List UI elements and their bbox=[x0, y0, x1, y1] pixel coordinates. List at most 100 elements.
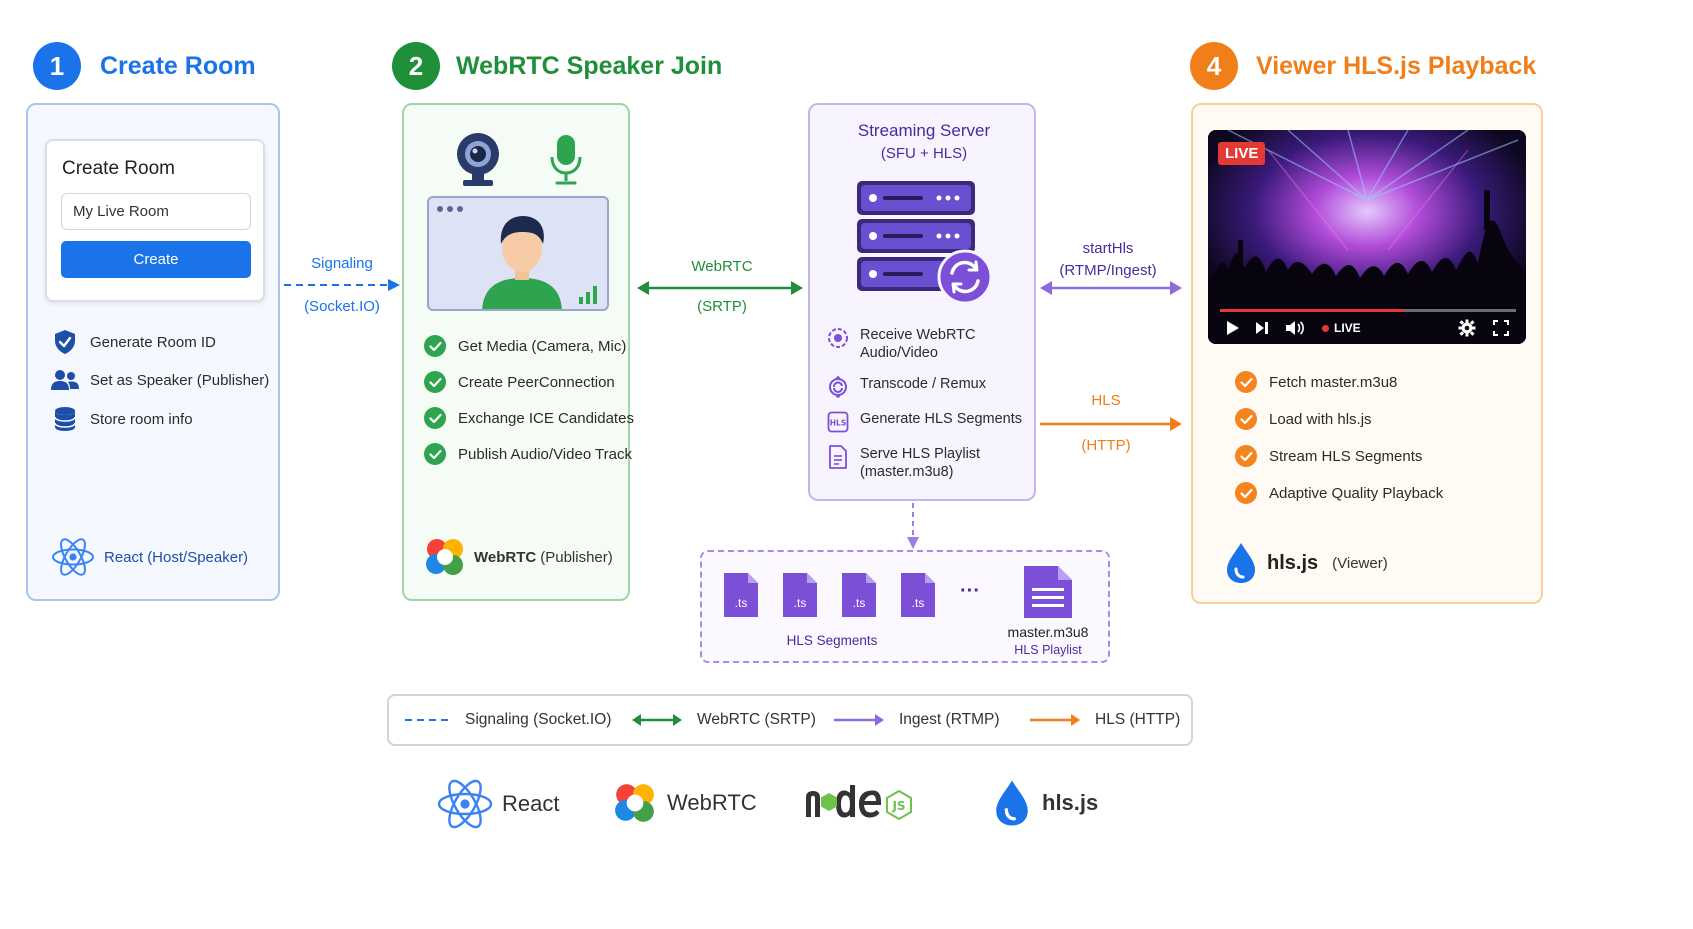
receive-webrtc-item: Receive WebRTC Audio/Video bbox=[826, 326, 1026, 362]
segments-ellipsis: ··· bbox=[960, 580, 980, 602]
create-peerconnection-item: Create PeerConnection bbox=[422, 369, 615, 395]
double-arrow-icon bbox=[632, 714, 682, 726]
volume-icon[interactable] bbox=[1285, 319, 1305, 337]
progress-track[interactable] bbox=[1220, 309, 1516, 312]
speaker-panel: Get Media (Camera, Mic) Create PeerConne… bbox=[402, 103, 634, 601]
exchange-ice-label: Exchange ICE Candidates bbox=[458, 409, 634, 427]
starthls-label: startHls bbox=[1082, 240, 1134, 257]
webrtc-arrow bbox=[637, 281, 803, 295]
transcode-item: Transcode / Remux bbox=[826, 375, 1026, 399]
ingest-arrow bbox=[1040, 281, 1182, 295]
hlsjs-tech-role: (Viewer) bbox=[1332, 554, 1388, 572]
step-4-badge: 4 bbox=[1190, 42, 1238, 90]
playlist-label: HLS Playlist bbox=[1014, 643, 1082, 657]
check-circle-icon bbox=[422, 441, 448, 467]
signaling-label: Signaling bbox=[311, 255, 373, 272]
webrtc-tech-name: WebRTC bbox=[474, 548, 537, 566]
step-2-badge: 2 bbox=[392, 42, 440, 90]
react-tech-name: React bbox=[104, 548, 144, 566]
concert-image bbox=[1208, 130, 1526, 344]
signal-bars-icon bbox=[579, 286, 597, 304]
legend-ingest: Ingest (RTMP) bbox=[833, 711, 1000, 729]
orange-arrow-icon bbox=[1030, 714, 1080, 726]
ts-file-icon bbox=[724, 573, 758, 617]
create-room-card-title: Create Room bbox=[62, 158, 175, 179]
store-room-info-item: Store room info bbox=[50, 404, 193, 434]
ts-file-label: .ts bbox=[734, 596, 748, 610]
fetch-master-item: Fetch master.m3u8 bbox=[1233, 369, 1397, 395]
room-name-input[interactable]: My Live Room bbox=[61, 193, 251, 230]
step-1-badge: 1 bbox=[33, 42, 81, 90]
create-room-card: Create Room My Live Room Create bbox=[45, 139, 265, 302]
check-circle-icon bbox=[1233, 406, 1259, 432]
server-icon bbox=[857, 181, 993, 305]
playlist-name: master.m3u8 bbox=[1007, 624, 1089, 640]
generate-segments-item: HLS Generate HLS Segments bbox=[826, 410, 1026, 434]
legend-hls: HLS (HTTP) bbox=[1029, 711, 1180, 729]
nodejs-logo: JS bbox=[806, 785, 912, 821]
server-subtitle: (SFU + HLS) bbox=[880, 145, 968, 162]
legend-webrtc-label: WebRTC (SRTP) bbox=[697, 711, 816, 728]
react-icon bbox=[50, 537, 96, 577]
adaptive-quality-item: Adaptive Quality Playback bbox=[1233, 480, 1443, 506]
step-4-title: Viewer HLS.js Playback bbox=[1256, 52, 1537, 80]
stream-segments-label: Stream HLS Segments bbox=[1269, 447, 1423, 465]
hls-file-icon: HLS bbox=[826, 410, 850, 434]
create-room-panel: Create Room My Live Room Create Generate… bbox=[26, 103, 280, 601]
segments-label: HLS Segments bbox=[786, 633, 878, 648]
get-media-label: Get Media (Camera, Mic) bbox=[458, 337, 627, 355]
react-logo-icon bbox=[436, 778, 494, 830]
create-button[interactable]: Create bbox=[61, 241, 251, 278]
next-icon[interactable] bbox=[1255, 321, 1269, 335]
hlsjs-logo-label: hls.js bbox=[1042, 790, 1099, 815]
create-peerconnection-label: Create PeerConnection bbox=[458, 373, 615, 391]
streaming-server-panel: Streaming Server (SFU + HLS) Receive Web… bbox=[808, 103, 1036, 501]
window-dots-icon bbox=[437, 206, 463, 212]
playlist-file-icon bbox=[1024, 566, 1072, 618]
microphone-icon bbox=[550, 135, 582, 185]
react-logo: React bbox=[436, 778, 559, 830]
live-badge: LIVE bbox=[1218, 142, 1266, 165]
dashed-line-icon bbox=[405, 719, 451, 721]
hlsjs-drop-icon bbox=[1225, 541, 1257, 585]
camera-preview bbox=[427, 196, 609, 311]
svg-text:HLS: HLS bbox=[830, 419, 846, 428]
check-circle-icon bbox=[422, 333, 448, 359]
http-label: (HTTP) bbox=[1081, 437, 1131, 454]
hls-arrow-label: HLS bbox=[1091, 392, 1121, 409]
webrtc-arrow-label: WebRTC bbox=[691, 258, 753, 275]
generate-room-id-item: Generate Room ID bbox=[50, 327, 216, 357]
exchange-ice-item: Exchange ICE Candidates bbox=[422, 405, 634, 431]
progress-fill bbox=[1220, 309, 1404, 312]
load-hlsjs-item: Load with hls.js bbox=[1233, 406, 1372, 432]
video-player[interactable]: LIVE LIVE bbox=[1208, 130, 1526, 344]
adaptive-quality-label: Adaptive Quality Playback bbox=[1269, 484, 1444, 502]
ts-file-label: .ts bbox=[911, 596, 925, 610]
ts-file-icon bbox=[783, 573, 817, 617]
gear-icon[interactable] bbox=[1458, 319, 1476, 337]
ts-file-label: .ts bbox=[793, 596, 807, 610]
segments-box: .ts .ts .ts .ts ··· HLS Segments master.… bbox=[700, 550, 1110, 663]
live-indicator: LIVE bbox=[1322, 321, 1361, 335]
stream-segments-item: Stream HLS Segments bbox=[1233, 443, 1422, 469]
serve-playlist-item: Serve HLS Playlist (master.m3u8) bbox=[826, 445, 1026, 481]
play-icon[interactable] bbox=[1226, 320, 1240, 336]
server-title: Streaming Server bbox=[857, 121, 991, 140]
webrtc-logo-icon bbox=[613, 782, 657, 824]
legend-signaling: Signaling (Socket.IO) bbox=[405, 711, 611, 729]
get-media-item: Get Media (Camera, Mic) bbox=[422, 333, 626, 359]
signaling-arrow bbox=[284, 279, 400, 291]
webrtc-logo: WebRTC bbox=[613, 782, 757, 824]
hlsjs-logo: hls.js bbox=[994, 778, 1098, 828]
react-logo-label: React bbox=[502, 791, 560, 816]
check-circle-icon bbox=[1233, 443, 1259, 469]
fullscreen-icon[interactable] bbox=[1493, 320, 1509, 336]
step-1-title: Create Room bbox=[100, 52, 256, 80]
live-indicator-label: LIVE bbox=[1334, 321, 1361, 335]
person-icon bbox=[482, 216, 562, 309]
legend: Signaling (Socket.IO) WebRTC (SRTP) Inge… bbox=[387, 694, 1193, 746]
webrtc-logo-label: WebRTC bbox=[667, 790, 757, 815]
load-hlsjs-label: Load with hls.js bbox=[1269, 410, 1372, 428]
database-icon bbox=[50, 404, 80, 434]
legend-hls-label: HLS (HTTP) bbox=[1095, 711, 1181, 728]
